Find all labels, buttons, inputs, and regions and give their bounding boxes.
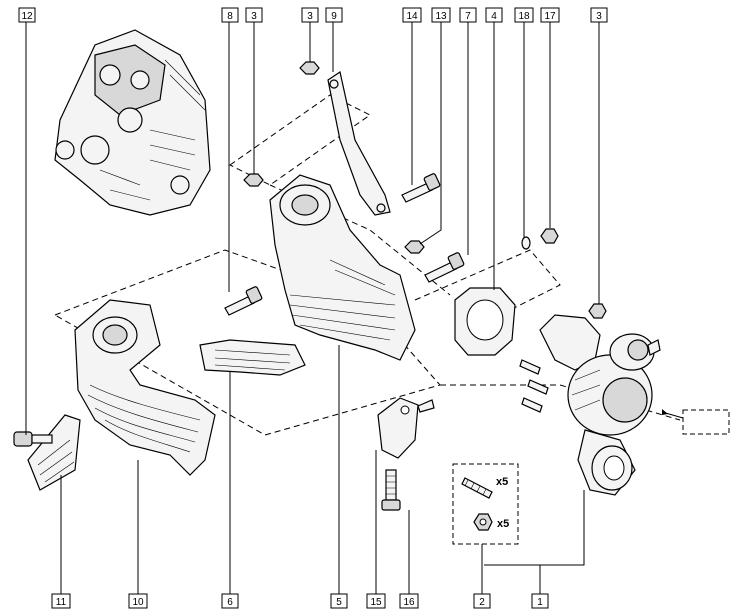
turbocharger-part-1: [519, 314, 661, 496]
svg-text:13: 13: [435, 11, 447, 22]
svg-text:3: 3: [307, 11, 313, 22]
callout-11: 11: [51, 593, 71, 609]
nut-part-13: [404, 240, 425, 254]
svg-text:5: 5: [336, 597, 342, 608]
svg-text:12: 12: [21, 11, 33, 22]
manifold-part-5: [269, 174, 416, 361]
svg-text:16: 16: [403, 597, 415, 608]
callout-1: 1: [531, 593, 549, 609]
svg-text:8: 8: [227, 11, 233, 22]
callout-16: 16: [399, 593, 419, 609]
callout-3-top: 3: [301, 7, 319, 23]
callout-13: 13: [431, 7, 451, 23]
gasket-part-4: [454, 287, 516, 356]
callout-9: 9: [325, 7, 343, 23]
callout-17: 17: [540, 7, 560, 23]
hardware-kit-part-2: x5 x5: [452, 463, 519, 545]
bolt-part-16: [381, 469, 401, 511]
callout-14: 14: [402, 7, 422, 23]
callout-3-right: 3: [590, 7, 608, 23]
svg-text:3: 3: [251, 11, 257, 22]
callout-4: 4: [485, 7, 503, 23]
svg-text:18: 18: [518, 11, 530, 22]
callout-15: 15: [366, 593, 386, 609]
callout-3-left: 3: [245, 7, 263, 23]
svg-text:7: 7: [465, 11, 471, 22]
svg-text:6: 6: [227, 597, 233, 608]
downpipe-part-10: [74, 299, 216, 476]
svg-text:17: 17: [544, 11, 556, 22]
svg-text:14: 14: [406, 11, 418, 22]
heat-shield-part-6: [199, 339, 306, 376]
nut-quantity: x5: [497, 518, 509, 530]
bolt-part-7: [424, 252, 465, 283]
callout-5: 5: [330, 593, 348, 609]
callout-7: 7: [459, 7, 477, 23]
bolt-part-14: [401, 173, 441, 203]
svg-text:15: 15: [370, 597, 382, 608]
callout-18: 18: [514, 7, 534, 23]
svg-text:3: 3: [596, 11, 602, 22]
callout-leader-lines: [25, 22, 600, 594]
svg-text:4: 4: [491, 11, 497, 22]
nut-part-3-right: [588, 303, 607, 319]
callout-2: 2: [473, 593, 491, 609]
svg-text:11: 11: [56, 597, 67, 608]
nut-part-17: [540, 228, 559, 244]
stud-quantity: x5: [496, 476, 508, 488]
nut-part-3-left: [243, 173, 264, 187]
callout-10: 10: [128, 593, 148, 609]
engine-block-illustration: [54, 29, 211, 216]
svg-text:1: 1: [537, 597, 543, 608]
nut-part-3-top: [299, 61, 320, 75]
reference-box: [661, 409, 730, 435]
bolt-part-8: [224, 286, 263, 316]
callout-12: 12: [18, 7, 36, 23]
callout-6: 6: [221, 593, 239, 609]
svg-text:9: 9: [331, 11, 337, 22]
bracket-part-15: [377, 397, 435, 459]
svg-text:2: 2: [479, 597, 485, 608]
svg-text:10: 10: [132, 597, 144, 608]
callout-8: 8: [221, 7, 239, 23]
washer-part-18: [521, 236, 531, 250]
support-strut-part-9: [327, 71, 391, 216]
bracket-part-11: [13, 414, 81, 491]
